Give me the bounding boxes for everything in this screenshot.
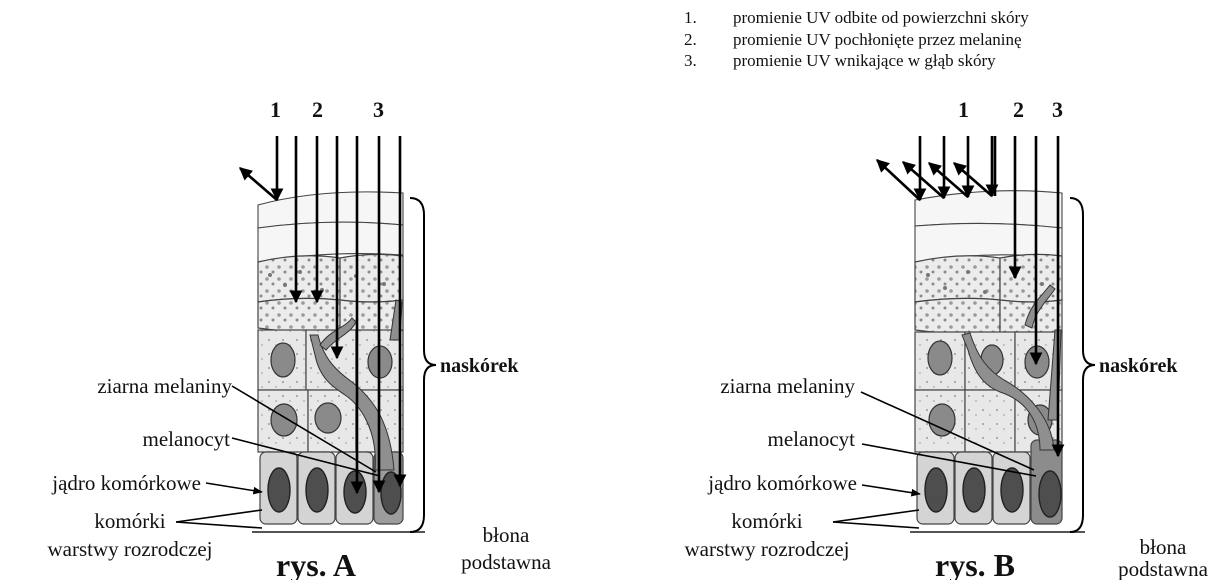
- ray-number-3-a: 3: [373, 97, 384, 122]
- legend: 1. promienie UV odbite od powierzchni sk…: [684, 8, 1029, 70]
- legend-text-3: promienie UV wnikające w głąb skóry: [733, 51, 996, 70]
- label-membrane-a-1: błona: [483, 523, 530, 547]
- pointer-nucleus-a: [206, 483, 262, 492]
- arrow-up-left-icon: [240, 168, 277, 200]
- label-basal-cells-b-1: komórki: [731, 509, 802, 533]
- label-nucleus-a: jądro komórkowe: [51, 471, 201, 495]
- label-melanocyte-a: melanocyt: [143, 427, 231, 451]
- arrow-up-left-icon: [877, 160, 920, 200]
- figure-a: 1 2 3 ziarna melaniny melanocyt jądro ko…: [47, 97, 551, 580]
- ray-number-2-a: 2: [312, 97, 323, 122]
- pointer-nucleus-b: [862, 485, 920, 494]
- label-epidermis-b: naskórek: [1099, 355, 1178, 377]
- legend-num-3: 3.: [684, 51, 697, 70]
- label-basal-cells-b-2: warstwy rozrodczej: [684, 537, 849, 561]
- curly-brace-icon: [410, 198, 436, 532]
- label-membrane-a-2: podstawna: [461, 550, 551, 574]
- label-epidermis-a: naskórek: [440, 355, 519, 377]
- figure-b: 1 2 3 ziarna melaniny melanocyt jądro ko…: [684, 97, 1208, 580]
- ray-number-2-b: 2: [1013, 97, 1024, 122]
- pointer-basal-a-2: [176, 522, 262, 528]
- legend-text-1: promienie UV odbite od powierzchni skóry: [733, 8, 1029, 27]
- label-membrane-b-1: błona: [1140, 535, 1187, 559]
- pointer-basal-a-1: [176, 510, 262, 522]
- caption-a: rys. A: [276, 547, 356, 580]
- ray-number-1-b: 1: [958, 97, 969, 122]
- ray-number-3-b: 3: [1052, 97, 1063, 122]
- legend-num-1: 1.: [684, 8, 697, 27]
- label-nucleus-b: jądro komórkowe: [707, 471, 857, 495]
- ray-number-1-a: 1: [270, 97, 281, 122]
- curly-brace-icon: [1070, 198, 1095, 532]
- caption-b: rys. B: [935, 547, 1015, 580]
- legend-text-2: promienie UV pochłonięte przez melaninę: [733, 30, 1022, 49]
- arrow-up-left-icon: [929, 163, 968, 197]
- label-melanin-grains-b: ziarna melaniny: [720, 374, 855, 398]
- label-basal-cells-a-2: warstwy rozrodczej: [47, 537, 212, 561]
- pointer-basal-b-1: [833, 510, 919, 522]
- label-melanin-grains-a: ziarna melaniny: [97, 374, 232, 398]
- label-melanocyte-b: melanocyt: [768, 427, 856, 451]
- pointer-basal-b-2: [833, 522, 919, 528]
- label-membrane-b-2: podstawna: [1118, 557, 1208, 580]
- legend-num-2: 2.: [684, 30, 697, 49]
- epidermis-layers-b: [915, 191, 1062, 524]
- label-basal-cells-a-1: komórki: [94, 509, 165, 533]
- epidermis-layers-a: [258, 192, 403, 524]
- arrow-up-left-icon: [903, 162, 944, 198]
